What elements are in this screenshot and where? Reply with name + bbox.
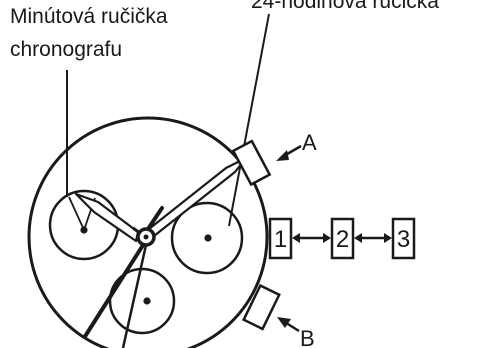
leader-line-24-hour bbox=[228, 13, 270, 227]
crown-position-2-number: 2 bbox=[336, 226, 349, 253]
pusher-a-arrow bbox=[276, 144, 302, 161]
pusher-b-arrow bbox=[277, 317, 300, 333]
center-pivot-inner bbox=[143, 234, 149, 240]
subdial-right bbox=[170, 201, 244, 275]
crown-position-2: 2 bbox=[330, 217, 355, 260]
crown-position-1: 1 bbox=[268, 217, 293, 260]
pusher-b bbox=[242, 283, 281, 331]
24-hour-hand bbox=[121, 244, 148, 348]
seconds-hand bbox=[82, 240, 147, 340]
crown-position-1-number: 1 bbox=[274, 226, 287, 253]
subdial-bottom bbox=[108, 267, 176, 335]
crown-position-3: 3 bbox=[391, 217, 416, 260]
chrono-minute-hand-label-line2: chronografu bbox=[10, 38, 122, 61]
double-arrow-2-3 bbox=[354, 233, 392, 243]
pusher-b-label: B bbox=[300, 326, 315, 348]
main-hands bbox=[74, 156, 248, 348]
double-arrow-1-2 bbox=[292, 233, 331, 243]
pusher-a bbox=[231, 139, 272, 187]
hour-hand-24-label: 24-hodinová ručička bbox=[251, 0, 439, 13]
watch-dial bbox=[27, 116, 269, 348]
crown-position-3-number: 3 bbox=[397, 226, 410, 253]
pusher-a-label: A bbox=[302, 130, 317, 155]
chrono-hour-hand bbox=[147, 156, 248, 238]
chrono-minute-hand-label-line1: Minútová ručička bbox=[10, 5, 168, 28]
